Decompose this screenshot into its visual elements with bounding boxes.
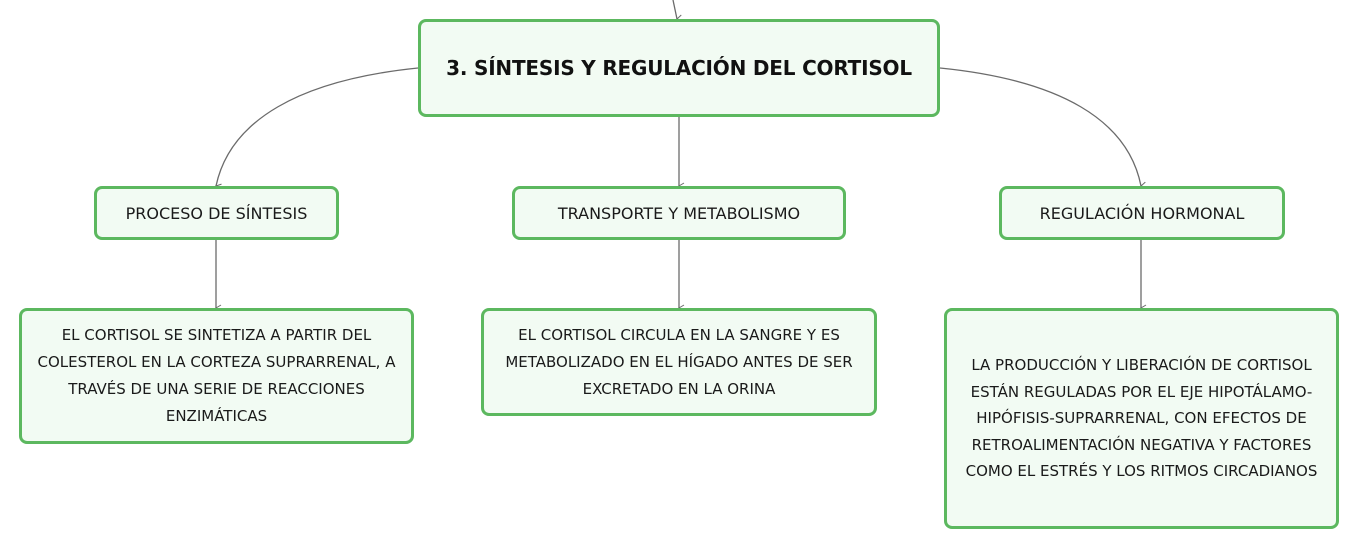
connector-root-to-branch-3 [939,67,1147,189]
branch-topic-transporte[interactable]: TRANSPORTE Y METABOLISMO [512,186,846,240]
connector-parent-to-root [672,0,683,22]
connector-root-to-branch-1 [215,67,419,191]
root-topic-label: 3. SÍNTESIS Y REGULACIÓN DEL CORTISOL [446,56,912,80]
detail-topic-transporte[interactable]: EL CORTISOL CIRCULA EN LA SANGRE Y ES ME… [481,308,877,416]
root-topic[interactable]: 3. SÍNTESIS Y REGULACIÓN DEL CORTISOL [418,19,940,117]
detail-topic-text: EL CORTISOL SE SINTETIZA A PARTIR DEL CO… [37,326,396,425]
branch-topic-sintesis[interactable]: PROCESO DE SÍNTESIS [94,186,339,240]
detail-topic-regulacion[interactable]: LA PRODUCCIÓN Y LIBERACIÓN DE CORTISOL E… [944,308,1339,529]
branch-topic-regulacion[interactable]: REGULACIÓN HORMONAL [999,186,1285,240]
detail-topic-text: LA PRODUCCIÓN Y LIBERACIÓN DE CORTISOL E… [965,356,1318,481]
branch-topic-label: PROCESO DE SÍNTESIS [125,203,308,223]
detail-topic-text: EL CORTISOL CIRCULA EN LA SANGRE Y ES ME… [505,325,853,398]
detail-topic-sintesis[interactable]: EL CORTISOL SE SINTETIZA A PARTIR DEL CO… [19,308,414,444]
branch-topic-label: TRANSPORTE Y METABOLISMO [557,203,801,223]
branch-topic-label: REGULACIÓN HORMONAL [1039,203,1245,223]
